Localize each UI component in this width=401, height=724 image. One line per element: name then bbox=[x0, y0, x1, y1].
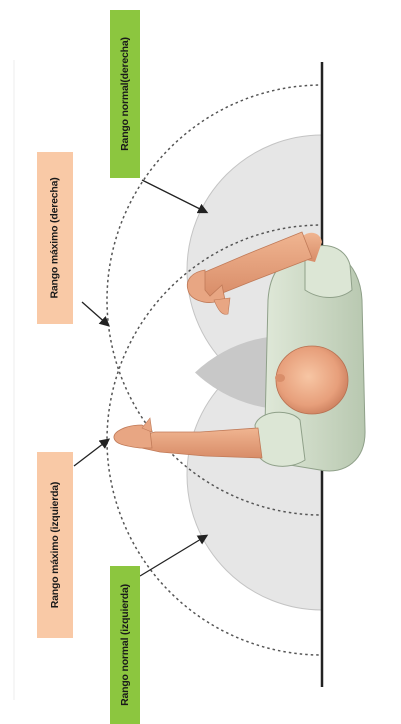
label-max-left: Rango máximo (izquierda) bbox=[37, 452, 73, 638]
label-max-right: Rango máximo (derecha) bbox=[37, 152, 73, 324]
pointer-normal-right bbox=[142, 180, 206, 212]
head bbox=[276, 346, 348, 414]
label-normal-left-text: Rango normal (izquierda) bbox=[119, 584, 131, 706]
pointer-normal-left bbox=[140, 536, 206, 576]
pointer-max-left bbox=[74, 440, 108, 466]
label-max-right-text: Rango máximo (derecha) bbox=[49, 177, 61, 298]
label-normal-right: Rango normal(derecha) bbox=[110, 10, 140, 178]
label-max-left-text: Rango máximo (izquierda) bbox=[49, 482, 61, 608]
label-normal-right-text: Rango normal(derecha) bbox=[119, 37, 131, 151]
pointer-max-right bbox=[82, 302, 108, 325]
label-normal-left: Rango normal (izquierda) bbox=[110, 566, 140, 724]
